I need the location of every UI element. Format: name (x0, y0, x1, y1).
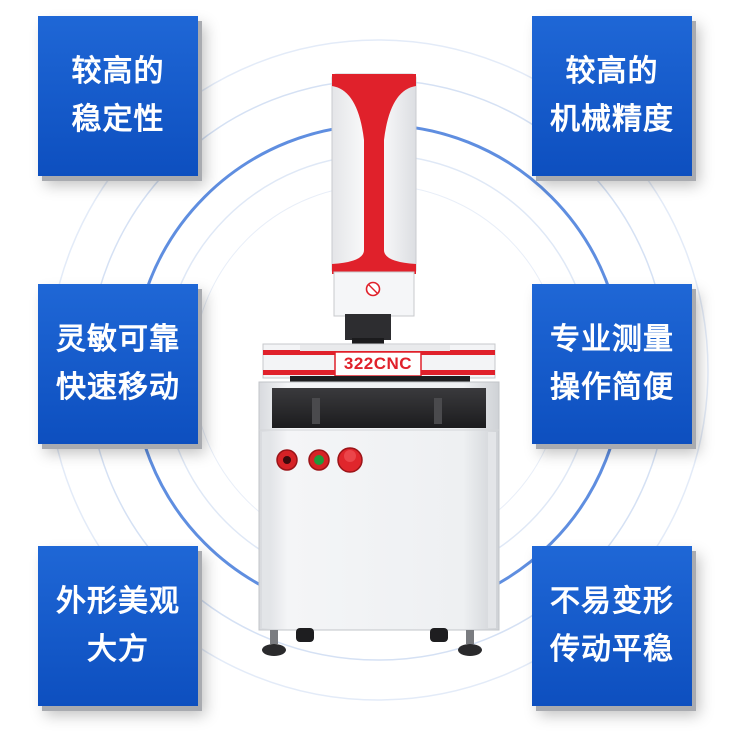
feature-line: 专业测量 (550, 322, 674, 357)
feature-line: 传动平稳 (550, 632, 674, 667)
camera-head (333, 271, 415, 348)
feature-line: 操作简便 (550, 370, 674, 405)
feature-line: 较高的 (565, 54, 659, 89)
feature-badge-responsive: 灵敏可靠 快速移动 (38, 284, 198, 444)
feature-badge-appearance: 外形美观 大方 (38, 546, 198, 706)
feature-line: 快速移动 (56, 370, 180, 405)
feature-line: 不易变形 (550, 584, 674, 619)
feature-line: 外形美观 (56, 584, 180, 619)
leveling-feet (262, 628, 482, 656)
control-panel (276, 447, 363, 473)
feature-line: 灵敏可靠 (56, 322, 180, 357)
feature-badge-easy-operation: 专业测量 操作简便 (532, 284, 692, 444)
z-axis-column (331, 73, 417, 275)
feature-badge-smooth-transmission: 不易变形 传动平稳 (532, 546, 692, 706)
feature-badge-stability: 较高的 稳定性 (38, 16, 198, 176)
feature-line: 机械精度 (550, 102, 674, 137)
base-cabinet (258, 381, 500, 631)
feature-line: 稳定性 (71, 102, 165, 137)
feature-line: 大方 (87, 632, 149, 667)
feature-badge-precision: 较高的 机械精度 (532, 16, 692, 176)
xy-stage (262, 343, 496, 384)
model-label: 322CNC (343, 354, 413, 373)
feature-line: 较高的 (71, 54, 165, 89)
